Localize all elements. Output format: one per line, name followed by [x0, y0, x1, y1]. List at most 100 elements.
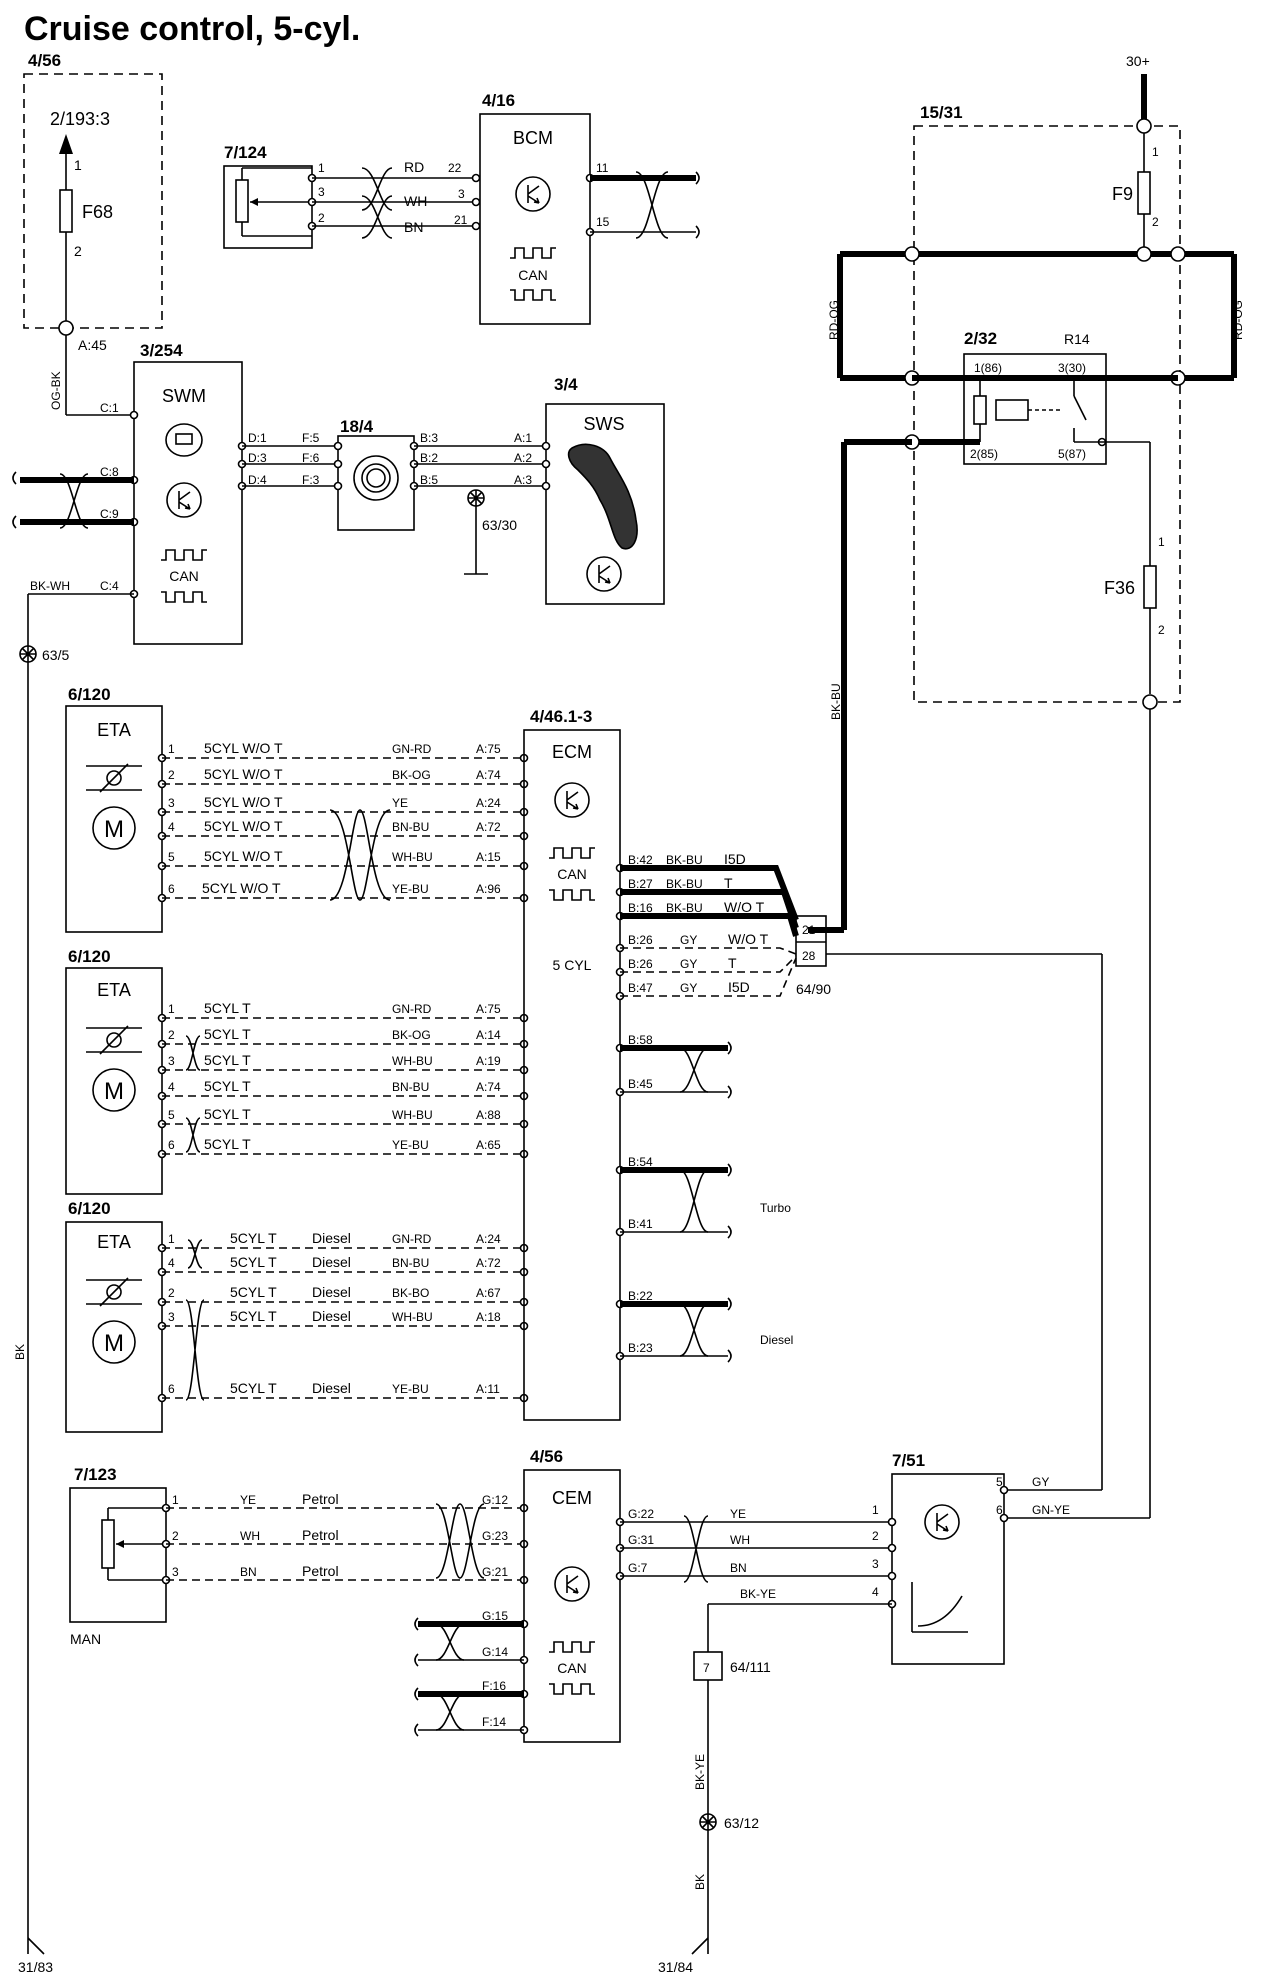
transistor-icon: [554, 782, 590, 818]
variant-label: I5D: [724, 851, 746, 867]
pin-label: F:3: [302, 473, 320, 487]
variant-label: 5CYL W/O T: [204, 818, 283, 834]
ecm-pin-label: A:74: [476, 768, 501, 782]
variant-label: 5CYL T: [204, 1052, 251, 1068]
wire-color: GY: [680, 957, 697, 971]
wire-color-rd-og: RD-OG: [1231, 300, 1245, 340]
ref-2-193-3: 2/193:3: [50, 109, 110, 129]
wire-color: BN-BU: [392, 1080, 429, 1094]
pin-label: 6: [996, 1503, 1003, 1517]
wire-color-bk-wh: BK-WH: [30, 579, 70, 593]
ecm-pin-label: A:67: [476, 1286, 501, 1300]
wire-color: YE-BU: [392, 1138, 429, 1152]
twist-marks: [185, 809, 391, 1401]
stalk-icon: [567, 443, 638, 550]
ecm-pin-label: A:18: [476, 1310, 501, 1324]
cem-pin-label: G:14: [482, 1645, 508, 1659]
curve-graph-icon: [911, 1582, 968, 1633]
pin-label: 21: [454, 213, 468, 227]
ecm-label: ECM: [552, 742, 592, 762]
pin-label: 1: [168, 1002, 175, 1016]
splice-node: [58, 320, 74, 336]
wire-color: BN: [240, 1565, 257, 1579]
ecm-pin-label: A:65: [476, 1138, 501, 1152]
twist-mark: [679, 1047, 709, 1093]
variant-label: 5CYL T: [230, 1254, 277, 1270]
pin-label: B:3: [420, 431, 438, 445]
twist-mark: [435, 1623, 465, 1661]
wire-color-gy: GY: [1032, 1475, 1049, 1489]
clockspring-18-4: 18/4 B:3 B:2 B:5 A:1 A:2 A:3 63/30: [333, 417, 544, 575]
fuse-icon: [1143, 565, 1157, 609]
fuse-f36-label: F36: [1104, 578, 1135, 598]
sws-label: SWS: [583, 414, 624, 434]
ecm-pin-label: A:74: [476, 1080, 501, 1094]
module-swm: 3/254 SWM CAN C:1 C:8 C:9 C:4 BK-WH 63/5…: [12, 341, 243, 1975]
steering-wheel-icon: [165, 423, 203, 457]
wire-color: YE-BU: [392, 882, 429, 896]
ref-7-123: 7/123: [74, 1465, 117, 1484]
fuel-label: Diesel: [312, 1230, 351, 1246]
variant-label: I5D: [728, 979, 750, 995]
relay-r14-label: R14: [1064, 331, 1090, 347]
wire-color: BK-BU: [666, 877, 703, 891]
pin-label: 3: [168, 796, 175, 810]
wire-color-rd-og: RD-OG: [827, 300, 841, 340]
pin-label: 22: [448, 161, 462, 175]
pin-label: 5: [168, 1108, 175, 1122]
eta-3: 6/120 ETA: [65, 1199, 163, 1433]
pin-label: 2: [168, 1286, 175, 1300]
ref-6-120: 6/120: [68, 685, 111, 704]
wire-color: YE: [392, 796, 408, 810]
fuse-f68-box: 4/56 2/193:3 1 F68 2 A:45 OG-BK: [23, 51, 163, 416]
clockspring-icon: [353, 455, 399, 501]
pin-label: F:5: [302, 431, 320, 445]
ref-2-32: 2/32: [964, 329, 997, 348]
ecm-pin-label: B:58: [628, 1033, 653, 1047]
wire-color-rd: RD: [404, 159, 424, 175]
relay-icon: [963, 353, 1107, 465]
wire-color-bn: BN: [404, 219, 423, 235]
ref-18-4: 18/4: [340, 417, 374, 436]
wire-continuation: [727, 1163, 732, 1177]
pin-label: 4: [168, 820, 175, 834]
ref-6-120: 6/120: [68, 947, 111, 966]
wire-continuation: [414, 1723, 419, 1737]
wire-color: WH-BU: [392, 1310, 433, 1324]
cem-pin-label: G:7: [628, 1561, 648, 1575]
pin-label: D:1: [248, 431, 267, 445]
twist-mark: [679, 1303, 709, 1357]
module-cem: 4/56 CEM CAN: [523, 1447, 621, 1743]
fuel-label: Diesel: [312, 1308, 351, 1324]
pin-label: 4: [872, 1585, 879, 1599]
variant-label: 5CYL W/O T: [204, 740, 283, 756]
wire-color-bk: BK: [13, 1344, 27, 1360]
fuse-f68-label: F68: [82, 202, 113, 222]
variant-label: 5CYL T: [230, 1230, 277, 1246]
pin-label: 1: [172, 1493, 179, 1507]
wire-continuation: [727, 1225, 732, 1239]
fuse-icon: [59, 189, 73, 233]
pin-label: 2: [168, 1028, 175, 1042]
ref-6-120: 6/120: [68, 1199, 111, 1218]
ecm-pin-label: B:16: [628, 901, 653, 915]
ref-3-4: 3/4: [554, 375, 578, 394]
signal-wire: [620, 947, 797, 955]
ecm-pin-label: B:26: [628, 957, 653, 971]
pin-label: 1: [168, 1232, 175, 1246]
bcm-label: BCM: [513, 128, 553, 148]
ref-4-56-cem: 4/56: [530, 1447, 563, 1466]
wire-color: WH: [240, 1529, 260, 1543]
ref-7-51: 7/51: [892, 1451, 925, 1470]
module-ecm: 4/46.1-3 ECM CAN 5 CYL: [523, 707, 621, 1421]
wire-continuation: [414, 1617, 419, 1631]
pin-label: A:45: [78, 337, 107, 353]
wire-color-wh: WH: [404, 193, 427, 209]
wire-color-bk-ye: BK-YE: [740, 1587, 776, 1601]
ecm-pin-label: B:26: [628, 933, 653, 947]
pin-label: 28: [802, 949, 816, 963]
